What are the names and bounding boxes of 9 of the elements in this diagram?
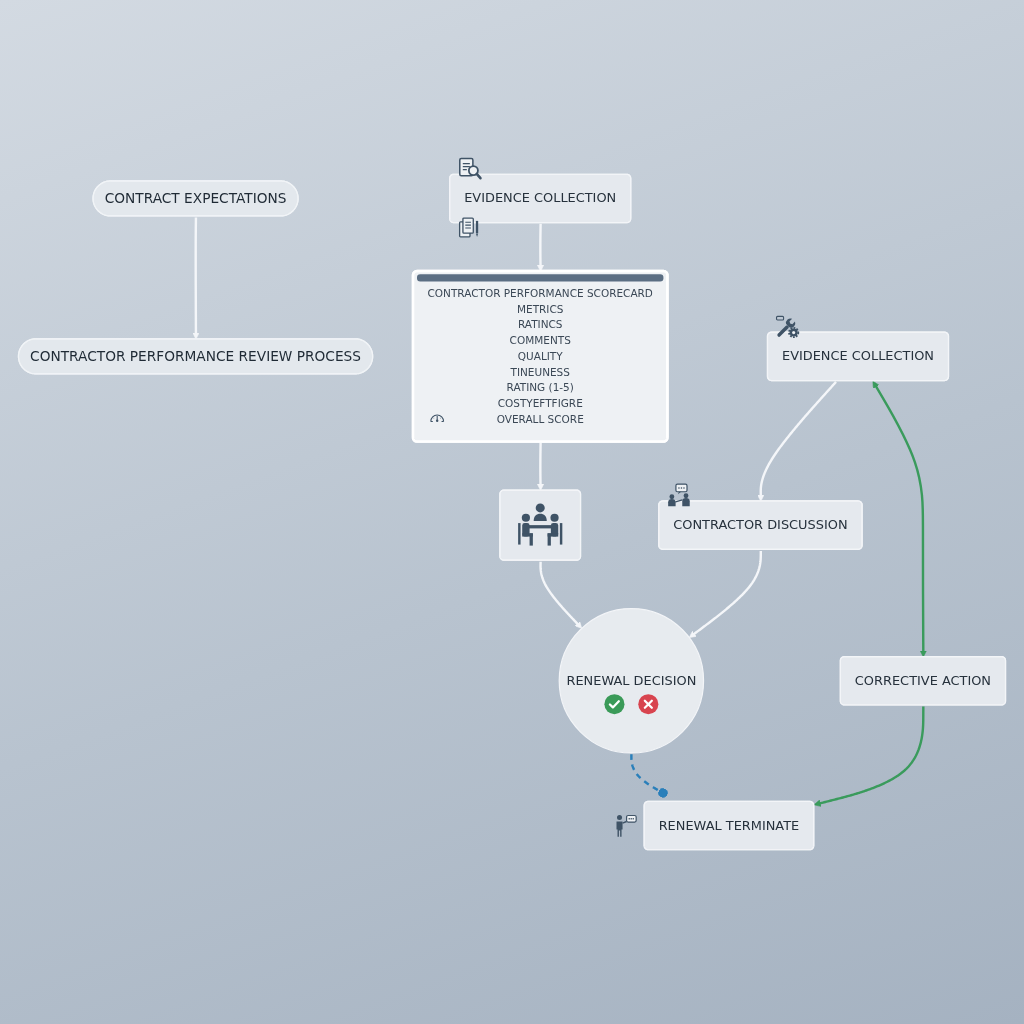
arrow [537, 442, 545, 491]
node-circle: RENEWAL DECISION [558, 608, 705, 754]
arrow [872, 380, 927, 658]
arrow [757, 381, 837, 502]
arrow [813, 706, 925, 807]
arrow [192, 217, 200, 340]
arrow [688, 550, 763, 638]
arrow [539, 561, 583, 629]
arrow [537, 223, 545, 272]
